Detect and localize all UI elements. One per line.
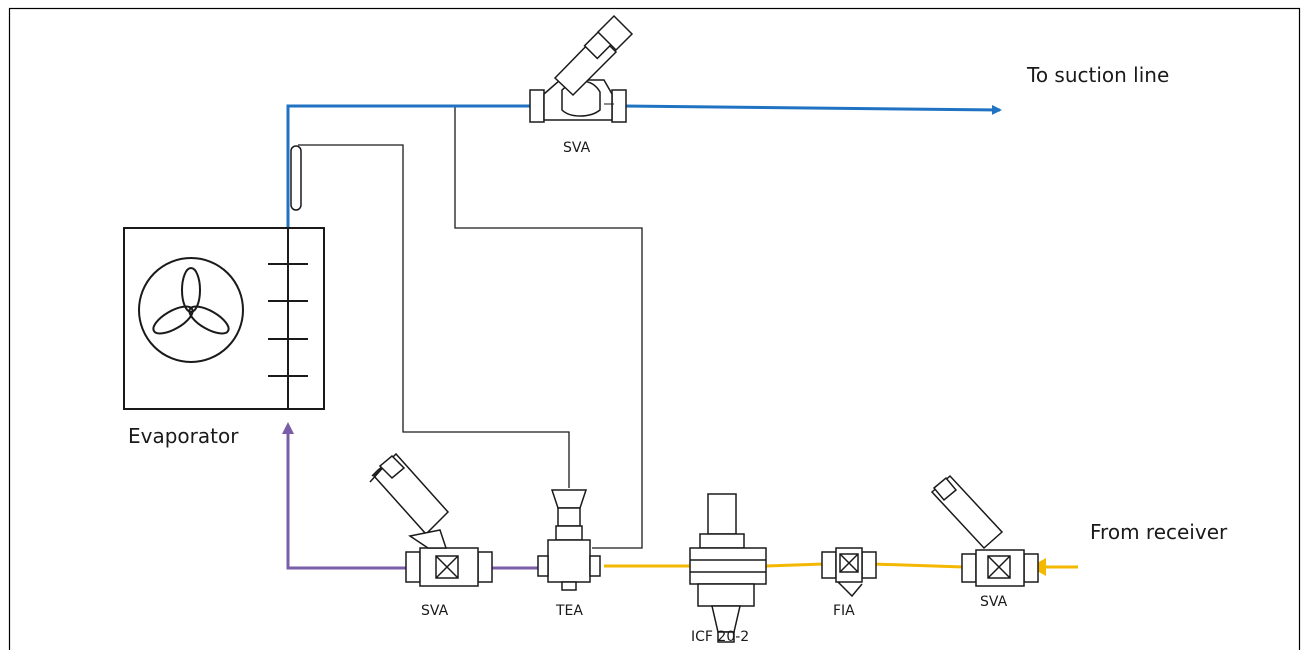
diagram-frame <box>8 7 1301 650</box>
label-evaporator: Evaporator <box>128 424 239 448</box>
equalizer-line <box>454 106 643 549</box>
evaporator <box>123 227 325 410</box>
evaporator-feed-line <box>282 422 538 570</box>
control-lines <box>298 106 643 549</box>
tea-valve <box>537 489 601 591</box>
icf-valve-station <box>689 493 767 643</box>
fan-icon <box>138 257 244 363</box>
label-from-receiver: From receiver <box>1090 520 1228 544</box>
label-tea: TEA <box>555 603 583 619</box>
label-sva-top: SVA <box>563 140 591 156</box>
label-icf: ICF 20-2 <box>691 629 749 645</box>
label-to-suction-line: To suction line <box>1026 63 1169 87</box>
sva-top-valve <box>529 14 634 123</box>
sensor-bulb-icon <box>290 145 302 211</box>
suction-line <box>286 104 1002 228</box>
sva-left-valve <box>369 452 493 587</box>
label-sva-right: SVA <box>980 594 1008 610</box>
fia-filter <box>821 547 877 598</box>
label-fia: FIA <box>833 603 855 619</box>
capillary-line <box>298 144 570 488</box>
liquid-line <box>604 562 1078 569</box>
sva-right-valve <box>930 474 1039 587</box>
label-sva-left: SVA <box>421 603 449 619</box>
